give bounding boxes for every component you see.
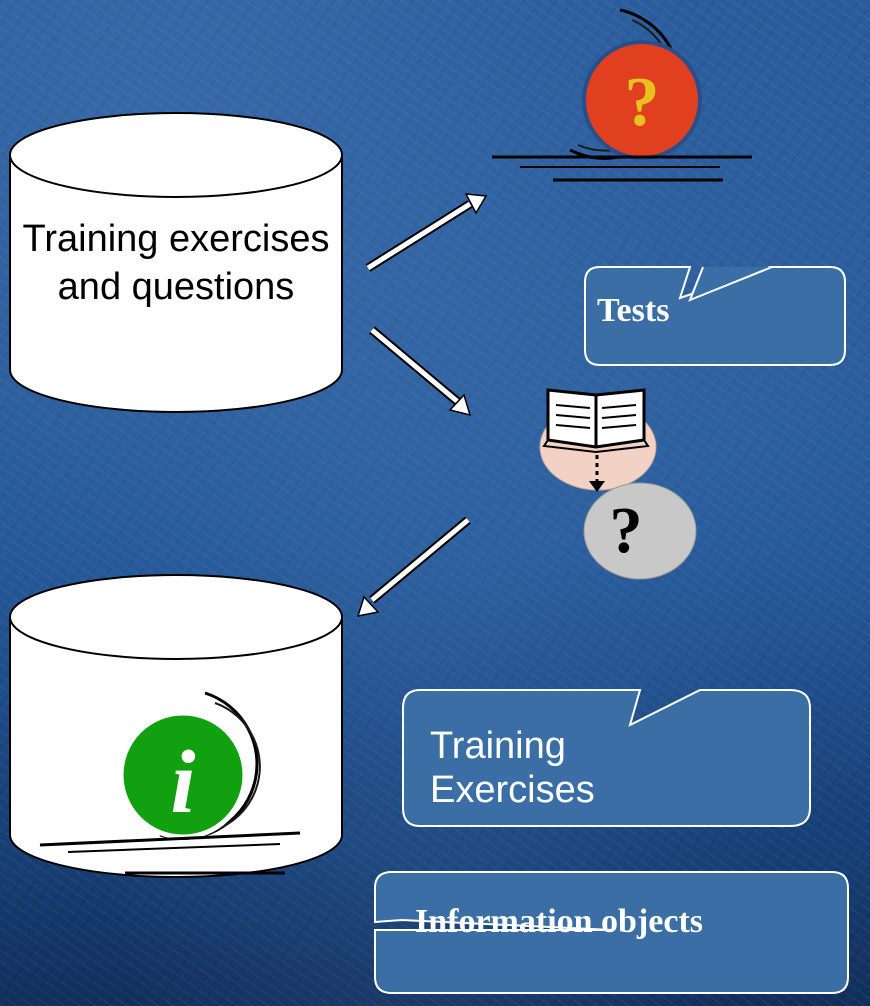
training-exercises-line2: Exercises xyxy=(430,769,595,811)
top-database-label: Training exercises and questions xyxy=(22,218,330,308)
book-question-mark-text: ? xyxy=(610,494,643,567)
information-objects-callout xyxy=(374,871,849,994)
arrow-icon xyxy=(356,516,471,617)
tests-callout xyxy=(584,266,846,366)
info-badge-icon: i xyxy=(39,691,301,875)
tests-callout-label: Tests xyxy=(597,292,670,329)
book-question-icon: ? xyxy=(539,388,697,580)
training-exercises-callout xyxy=(402,689,811,827)
arrow-icon xyxy=(365,193,488,272)
training-exercises-callout-label: Training Exercises xyxy=(430,724,595,812)
info-mark-text: i xyxy=(170,733,195,832)
question-mark-text: ? xyxy=(625,64,660,141)
information-objects-callout-label: Information objects xyxy=(415,903,704,940)
question-badge-icon: ? xyxy=(492,8,752,182)
training-exercises-line1: Training xyxy=(430,725,566,767)
arrow-icon xyxy=(369,326,472,417)
database-cylinder-top xyxy=(9,112,343,413)
